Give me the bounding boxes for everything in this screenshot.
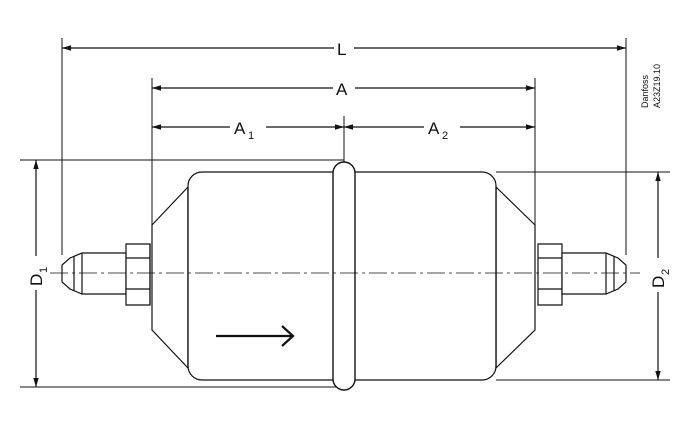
label-D2: D 2 (649, 269, 672, 288)
svg-text:1: 1 (248, 130, 254, 142)
label-A: A (336, 80, 348, 99)
svg-text:2: 2 (660, 269, 672, 275)
weld-seam-band (332, 161, 356, 391)
label-L: L (337, 40, 346, 59)
svg-text:A: A (428, 119, 440, 138)
svg-text:D: D (649, 276, 668, 288)
svg-text:A23Z19.10: A23Z19.10 (652, 64, 662, 108)
danfoss-drawing-id: Danfoss A23Z19.10 (640, 64, 662, 108)
svg-text:D: D (27, 274, 46, 286)
flow-direction-arrow-icon (216, 325, 295, 347)
svg-text:1: 1 (38, 267, 50, 273)
svg-text:A: A (234, 119, 246, 138)
svg-text:Danfoss: Danfoss (640, 74, 650, 108)
right-flare-fitting (537, 243, 627, 306)
extension-lines (20, 38, 670, 388)
svg-text:2: 2 (442, 130, 448, 142)
label-A1: A 1 (234, 119, 254, 142)
label-D1: D 1 (27, 267, 50, 286)
label-A2: A 2 (428, 119, 448, 142)
left-flare-fitting (61, 243, 151, 306)
